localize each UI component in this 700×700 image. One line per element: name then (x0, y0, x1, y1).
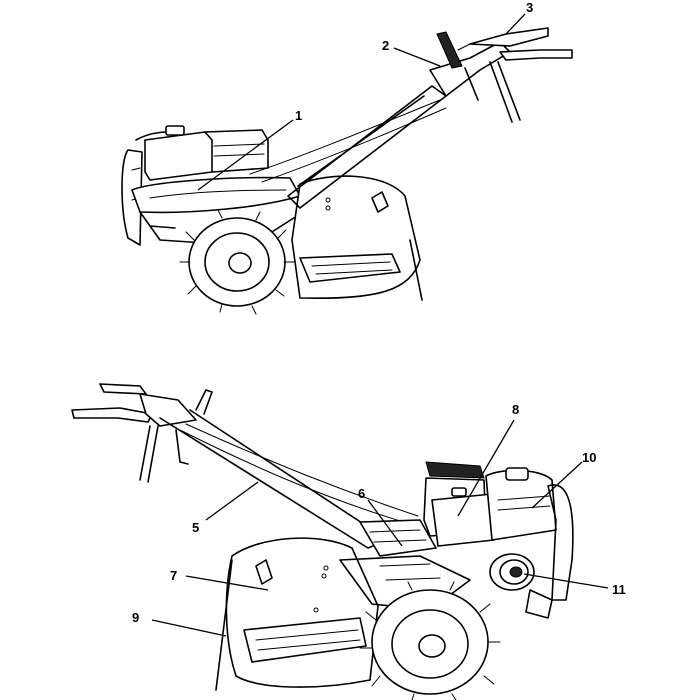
callout-8: 8 (512, 402, 519, 417)
handlebar-bottom (71, 383, 419, 549)
tine-hood-top (291, 175, 423, 301)
tiller-bottom-view (71, 383, 574, 700)
callout-3: 3 (526, 0, 533, 15)
callout-labels: 1 2 3 5 6 7 8 9 10 11 (132, 0, 626, 625)
tiller-top-view (121, 27, 573, 315)
tine-hood-bottom (215, 537, 379, 691)
callout-9: 9 (132, 610, 139, 625)
engine-bottom (423, 461, 574, 619)
callout-6: 6 (358, 486, 365, 501)
callout-7: 7 (170, 568, 177, 583)
wheel-bottom (359, 581, 501, 700)
callout-2: 2 (382, 38, 389, 53)
handlebar-top (249, 27, 573, 209)
callout-1: 1 (295, 108, 302, 123)
callout-leaders (151, 13, 609, 637)
callout-10: 10 (582, 450, 596, 465)
callout-11: 11 (612, 582, 626, 597)
wheel-top (179, 209, 295, 315)
callout-5: 5 (192, 520, 199, 535)
